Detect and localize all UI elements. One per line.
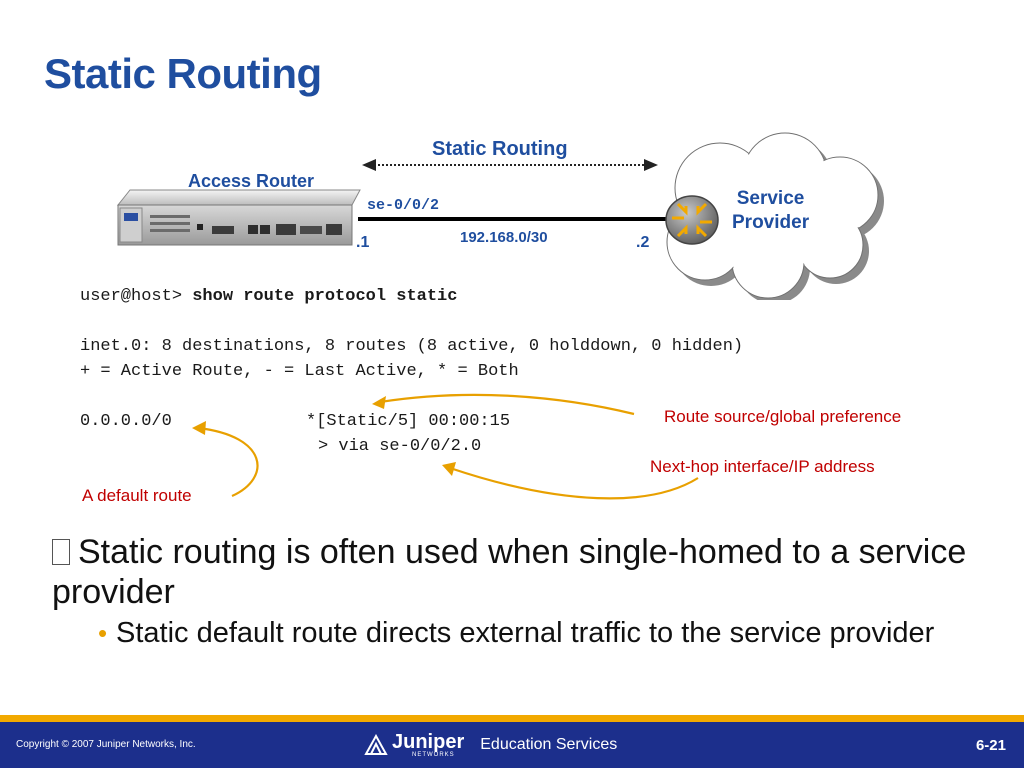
annotation-default-route: A default route <box>82 486 192 505</box>
footer-bar: Copyright © 2007 Juniper Networks, Inc. … <box>0 722 1024 768</box>
source-pref-arrowhead <box>372 396 386 409</box>
cli-prompt: user@host> <box>80 287 193 306</box>
static-routing-label: Static Routing <box>432 138 568 160</box>
page-number: 6-21 <box>975 737 1006 754</box>
provider-router-icon <box>665 195 719 245</box>
bullet-main: Static routing is often used when single… <box>52 532 982 612</box>
default-route-arrowhead <box>192 421 206 435</box>
cli-summary-line: inet.0: 8 destinations, 8 routes (8 acti… <box>80 337 744 356</box>
service-provider-label: Service Provider <box>732 187 809 235</box>
left-host-label: .1 <box>356 234 370 251</box>
cli-command-line: user@host> show route protocol static <box>80 287 457 306</box>
service-provider-cloud-icon <box>666 132 884 300</box>
bullet-box-icon <box>52 539 70 565</box>
interface-label: se-0/0/2 <box>367 197 440 214</box>
access-router-icon <box>116 189 361 246</box>
static-routing-arrow <box>362 159 658 171</box>
cli-command: show route protocol static <box>192 287 458 306</box>
cli-legend-line: + = Active Route, - = Last Active, * = B… <box>80 362 519 381</box>
annotation-next-hop: Next-hop interface/IP address <box>650 457 875 476</box>
cli-route-info: *[Static/5] 00:00:15 <box>306 412 511 431</box>
juniper-logo-text: Juniper <box>392 731 465 753</box>
annotation-source-preference: Route source/global preference <box>664 407 902 426</box>
footer-brand: Juniper NETWORKS Education Services <box>364 732 617 758</box>
copyright: Copyright © 2007 Juniper Networks, Inc. <box>16 739 196 750</box>
bullet-dot-icon: • <box>98 618 108 648</box>
service-provider-line1: Service <box>736 188 805 209</box>
slide-title: Static Routing <box>44 50 322 97</box>
default-route-arrow-line <box>197 426 259 498</box>
cli-route-prefix: 0.0.0.0/0 <box>80 412 172 431</box>
bullet-main-text: Static routing is often used when single… <box>52 533 967 611</box>
footer-stripe <box>0 715 1024 722</box>
access-router-label: Access Router <box>188 171 315 191</box>
bullet-sub-text: Static default route directs external tr… <box>116 617 935 649</box>
cli-route-via: > via se-0/0/2.0 <box>318 437 482 456</box>
juniper-logo-icon <box>364 734 388 755</box>
next-hop-arrowhead <box>442 462 456 476</box>
service-provider-line2: Provider <box>732 212 810 233</box>
juniper-logo-subtext: NETWORKS <box>412 752 455 758</box>
subnet-label: 192.168.0/30 <box>460 229 548 246</box>
bullet-sub: • Static default route directs external … <box>98 616 976 651</box>
education-services-label: Education Services <box>480 736 618 753</box>
right-host-label: .2 <box>636 234 650 251</box>
network-diagram <box>116 132 884 300</box>
